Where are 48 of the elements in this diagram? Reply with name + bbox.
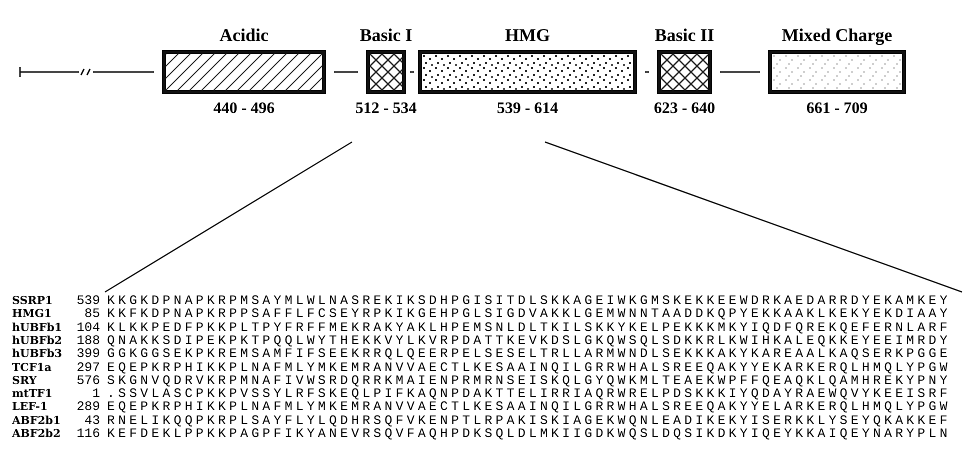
sequence: QNAKKSDIPEKPKTPQQLWYTHEKKVYLKVRPDATTKEVKDSLGKQWSQLSDKKRLKWIHKALEQKKEYEEIMRDY <box>107 334 951 347</box>
sequence: KLKKPEDFPKKPLTPYFRFFMEKRAKYAKLHPEMSNLDLTKILSKKYKELPEKKKMKYIQDFQREKQEFERNLARF <box>107 320 951 334</box>
residue-range: 440 - 496 <box>213 100 275 118</box>
residue-range: 661 - 709 <box>806 100 868 118</box>
domain-name: HMG <box>505 25 550 46</box>
domain-name: Acidic <box>220 25 268 46</box>
sequence: KKFKDPNAPKRPPSAFFLFCSEYRPKIKGEHPGLSIGDVAKKLGEMWNNTAADDKQPYEKKAAKLKEKYEKDIAAY <box>107 307 951 320</box>
sequence: RNELIKQQPKRPLSAYFLYLQDHRSQFVKENPTLRPAKISKIAGEKWQNLEADIKEKYISERKKLYSEYQKAKKEF <box>107 414 951 427</box>
residue-number: 1 <box>92 387 100 400</box>
protein-name: HMG1 <box>12 307 52 320</box>
residue-range: 623 - 640 <box>654 100 716 118</box>
connector-line <box>410 71 414 73</box>
residue-number: 116 <box>76 427 100 440</box>
protein-name: SSRP1 <box>12 294 53 307</box>
sequence: GGKGGSEKPKREMSAMFIFSEEKRRQLQEERPELSESELTRLLARMWNDLSEKKKAKYKAREAALKAQSERKPGGE <box>107 347 951 360</box>
residue-number: 104 <box>76 320 100 334</box>
sequence: KKGKDPNAPKRPMSAYMLWLNASREKIKSDHPGISITDLSKKAGEIWKGMSKEKKEEWDRKAEDARRDYEKAMKEY <box>107 294 951 307</box>
residue-number: 188 <box>76 334 100 347</box>
sequence: EQEPKRPHIKKPLNAFMLYMKEMRANVVAECTLKESAAINQILGRRWHALSREEQAKYYEKARKERQLHMQLYPGW <box>107 360 951 374</box>
protein-name: ABF2b2 <box>12 427 61 440</box>
protein-name: hUBFb2 <box>12 334 62 347</box>
sequence: SKGNVQDRVKRPMNAFIVWSRDQRRKMAIENPRMRNSEISKQLGYQWKMLTEAEKWPFFQEAQKLQAMHREKYPNY <box>107 374 951 387</box>
domain-name: Mixed Charge <box>782 25 892 46</box>
connector-line <box>334 71 358 73</box>
sequence: .SSVLASCPKKPVSSYLRFSKEQLPIFKAQNPDAKTTELIRRIAQRWRELPDSKKKIYQDAYRAEWQVYKEEISRF <box>107 387 951 400</box>
domain-name: Basic I <box>360 25 412 46</box>
protein-name: ABF2b1 <box>12 414 61 427</box>
protein-name: mtTF1 <box>12 387 52 400</box>
residue-number: 576 <box>76 374 100 387</box>
connector-line <box>645 71 649 73</box>
connector-line <box>19 66 155 78</box>
residue-number: 539 <box>76 294 100 307</box>
residue-number: 289 <box>76 400 100 414</box>
residue-number: 85 <box>84 307 100 320</box>
protein-name: hUBFb1 <box>12 320 62 334</box>
domain-name: Basic II <box>654 25 714 46</box>
residue-number: 297 <box>76 360 100 374</box>
protein-name: SRY <box>12 374 37 387</box>
connector-line <box>720 71 760 73</box>
protein-name: hUBFb3 <box>12 347 62 360</box>
residue-number: 399 <box>76 347 100 360</box>
residue-range: 539 - 614 <box>496 100 558 118</box>
sequence: EQEPKRPHIKKPLNAFMLYMKEMRANVVAECTLKESAAINQILGRRWHALSREEQAKYYELARKERQLHMQLYPGW <box>107 400 951 414</box>
protein-name: TCF1a <box>12 360 52 374</box>
residue-number: 43 <box>84 414 100 427</box>
residue-range: 512 - 534 <box>355 100 417 118</box>
sequence: KEFDEKLPPKKPAGPFIKYANEVRSQVFAQHPDKSQLDLMKIIGDKWQSLDQSIKDKYIQEYKKAIQEYNARYPLN <box>107 427 951 440</box>
protein-name: LEF-1 <box>12 400 48 414</box>
